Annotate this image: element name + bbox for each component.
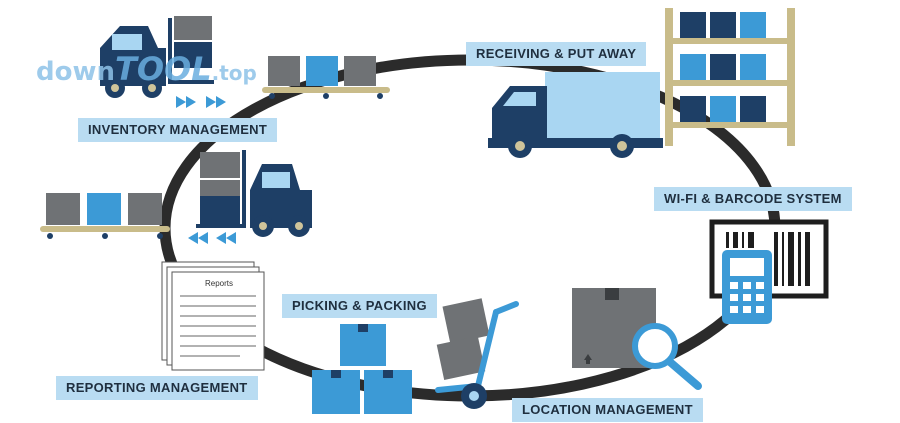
picking-boxes-icon xyxy=(312,324,412,414)
forward-arrows-icon xyxy=(176,96,226,108)
delivery-truck-icon xyxy=(488,72,663,158)
label-wifi-barcode-system: WI-FI & BARCODE SYSTEM xyxy=(654,187,852,211)
watermark-part3: .top xyxy=(211,61,257,85)
label-receiving-put-away: RECEIVING & PUT AWAY xyxy=(466,42,647,66)
storage-rack-icon xyxy=(665,8,795,146)
label-reporting-management: REPORTING MANAGEMENT xyxy=(56,376,258,400)
forklift-top-icon xyxy=(100,16,214,98)
conveyor-left-icon xyxy=(40,193,170,239)
magnifier-icon xyxy=(632,323,702,390)
reports-document-title: Reports xyxy=(205,279,234,288)
watermark-logo: downTOOL.top xyxy=(36,50,257,88)
backward-arrows-icon xyxy=(188,232,236,244)
watermark-part1: down xyxy=(36,57,116,87)
reports-document-icon xyxy=(161,261,265,371)
barcode-scanner-icon xyxy=(709,219,829,324)
conveyor-top-icon xyxy=(262,56,390,99)
label-picking-packing: PICKING & PACKING xyxy=(282,294,437,318)
label-inventory-management: INVENTORY MANAGEMENT xyxy=(78,118,278,142)
hand-truck-icon xyxy=(435,298,519,409)
watermark-part2: TOOL xyxy=(115,50,212,88)
label-location-management: LOCATION MANAGEMENT xyxy=(512,398,703,422)
forklift-middle-icon xyxy=(196,150,312,237)
